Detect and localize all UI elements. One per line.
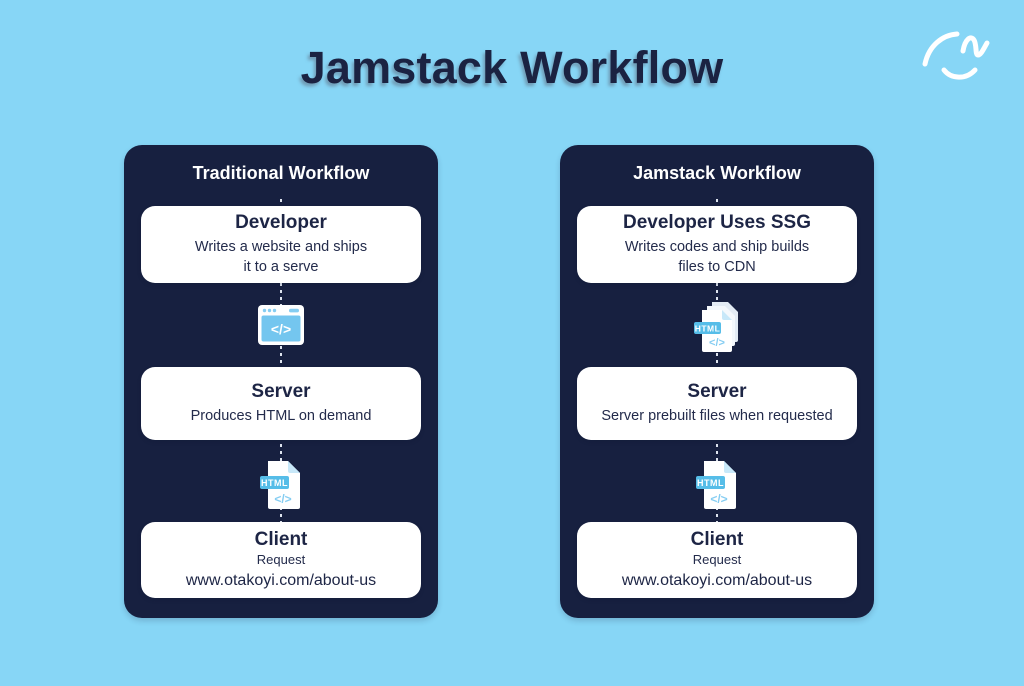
card-url: www.otakoyi.com/about-us — [185, 571, 377, 589]
card-title: Client — [254, 528, 308, 550]
html-file-icon: HTML </> — [258, 459, 304, 516]
developer-card: Developer Writes a website and ships it … — [141, 206, 421, 283]
card-description-line: Writes codes and ship builds — [624, 239, 810, 256]
panel-header: Jamstack Workflow — [633, 163, 801, 183]
card-description-line: Writes a website and ships — [194, 239, 368, 256]
panel-header: Traditional Workflow — [192, 163, 370, 183]
html-file-icon: HTML </> — [694, 459, 740, 516]
card-description: Server prebuilt files when requested — [601, 408, 833, 425]
traditional-workflow-panel: Traditional Workflow Developer Writes a … — [124, 145, 438, 618]
svg-text:</>: </> — [271, 321, 291, 337]
jamstack-workflow-panel: Jamstack Workflow Developer Uses SSG Wri… — [560, 145, 874, 618]
otakoyi-logo-icon — [922, 31, 990, 80]
card-title: Client — [690, 528, 744, 550]
page-title: Jamstack Workflow — [300, 42, 724, 93]
svg-text:</>: </> — [274, 492, 291, 506]
card-title: Server — [251, 380, 311, 402]
card-description: Writes a website and ships it to a serve — [195, 237, 367, 277]
svg-text:</>: </> — [710, 492, 727, 506]
svg-text:</>: </> — [709, 337, 725, 349]
card-title: Developer Uses SSG — [623, 211, 811, 233]
card-subtitle: Request — [256, 552, 306, 568]
card-title: Server — [687, 380, 747, 402]
svg-text:HTML: HTML — [695, 324, 721, 334]
browser-code-icon: </> — [258, 305, 304, 350]
client-card: Client Request www.otakoyi.com/about-us — [141, 522, 421, 598]
svg-text:HTML: HTML — [697, 478, 724, 488]
card-title: Developer — [235, 211, 327, 233]
client-card: Client Request www.otakoyi.com/about-us — [577, 522, 857, 598]
card-description-line: files to CDN — [678, 259, 756, 276]
server-card: Server Server prebuilt files when reques… — [577, 367, 857, 440]
svg-text:HTML: HTML — [261, 478, 288, 488]
developer-ssg-card: Developer Uses SSG Writes codes and ship… — [577, 206, 857, 283]
card-url: www.otakoyi.com/about-us — [621, 571, 813, 589]
html-files-stack-icon: HTML </> — [690, 300, 744, 359]
card-description-line: it to a serve — [243, 259, 319, 276]
card-description: Produces HTML on demand — [190, 408, 372, 425]
card-subtitle: Request — [692, 552, 742, 568]
server-card: Server Produces HTML on demand — [141, 367, 421, 440]
card-description: Writes codes and ship builds files to CD… — [625, 237, 809, 277]
